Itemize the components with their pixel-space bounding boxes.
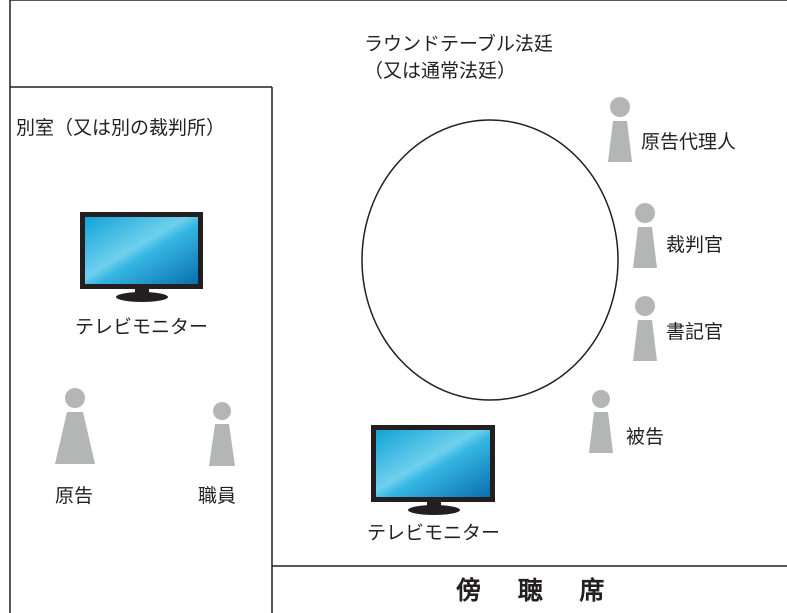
plaintiff-attorney-label: 原告代理人 <box>641 131 737 153</box>
round-table <box>361 119 619 401</box>
courtroom-title-line2: （又は通常法廷） <box>364 60 517 82</box>
plaintiff-label: 原告 <box>55 485 94 507</box>
defendant-person-icon <box>589 390 613 453</box>
plaintiff-attorney-person-icon <box>608 97 632 162</box>
plaintiff-person-icon <box>55 388 95 464</box>
clerk-label: 書記官 <box>666 321 724 343</box>
tv-monitor-court-icon <box>371 425 495 515</box>
tv-monitor-room-icon <box>80 212 203 302</box>
tv-monitor-room-label: テレビモニター <box>75 316 209 338</box>
defendant-label: 被告 <box>626 426 665 448</box>
staff-label: 職員 <box>198 485 237 507</box>
room-outlines <box>9 0 787 613</box>
judge-label: 裁判官 <box>666 234 724 256</box>
tv-monitor-court-label: テレビモニター <box>367 522 501 544</box>
courtroom-title-line1: ラウンドテーブル法廷 <box>364 33 553 55</box>
clerk-person-icon <box>633 296 657 361</box>
separate-room-title: 別室（又は別の裁判所） <box>16 117 226 139</box>
judge-person-icon <box>633 203 657 268</box>
staff-person-icon <box>209 402 235 466</box>
public-gallery-label: 傍 聴 席 <box>456 576 619 605</box>
